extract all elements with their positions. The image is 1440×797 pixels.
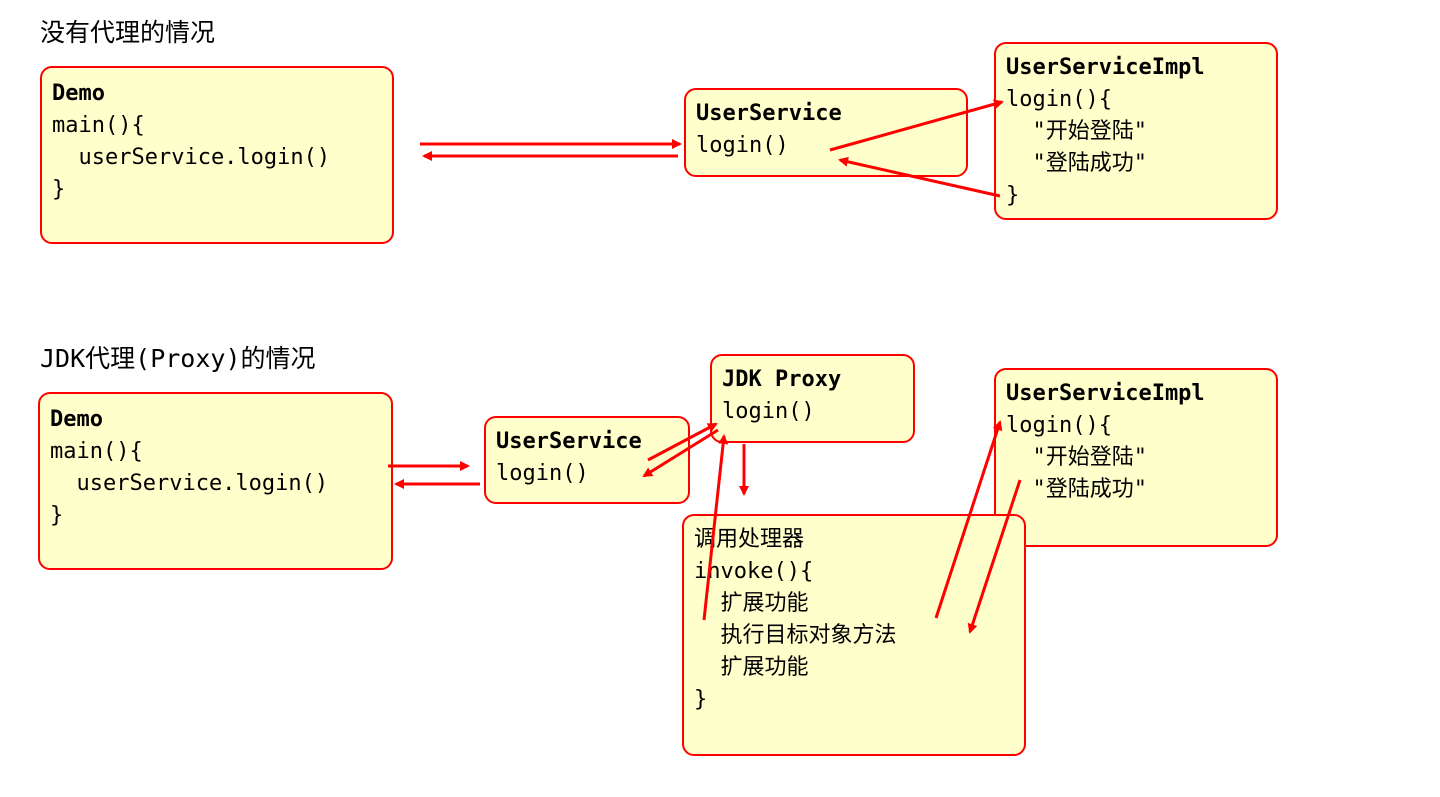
impl-class-name: UserServiceImpl bbox=[1006, 381, 1205, 406]
jdk-proxy-box: JDK Proxy login() bbox=[710, 354, 915, 443]
section-title-jdk-proxy: JDK代理(Proxy)的情况 bbox=[40, 344, 316, 373]
user-service-box-proxy: UserService login() bbox=[484, 416, 690, 504]
user-service-name: UserService bbox=[696, 101, 842, 126]
user-service-login: login() bbox=[696, 133, 789, 158]
handler-title: 调用处理器 bbox=[694, 527, 805, 552]
handler-invoke-target: 执行目标对象方法 bbox=[694, 623, 897, 648]
impl-login-line: login(){ bbox=[1006, 87, 1112, 112]
section-title-no-proxy: 没有代理的情况 bbox=[40, 18, 216, 47]
impl-class-name: UserServiceImpl bbox=[1006, 55, 1205, 80]
demo-box: Demo main(){ userService.login() } bbox=[40, 66, 394, 244]
impl-start-login: "开始登陆" bbox=[1006, 445, 1147, 470]
demo-call-line: userService.login() bbox=[50, 471, 329, 496]
impl-start-login: "开始登陆" bbox=[1006, 119, 1147, 144]
impl-login-line: login(){ bbox=[1006, 413, 1112, 438]
demo-box-proxy: Demo main(){ userService.login() } bbox=[38, 392, 393, 570]
demo-close-brace: } bbox=[52, 177, 66, 202]
jdk-proxy-login: login() bbox=[722, 399, 815, 424]
impl-close-brace: } bbox=[1006, 183, 1020, 208]
handler-extend-before: 扩展功能 bbox=[694, 591, 809, 616]
demo-call-line: userService.login() bbox=[52, 145, 331, 170]
handler-close-brace: } bbox=[694, 687, 708, 712]
handler-extend-after: 扩展功能 bbox=[694, 655, 809, 680]
impl-login-success: "登陆成功" bbox=[1006, 477, 1147, 502]
demo-class-name: Demo bbox=[52, 81, 105, 106]
impl-login-success: "登陆成功" bbox=[1006, 151, 1147, 176]
jdk-proxy-name: JDK Proxy bbox=[722, 367, 842, 392]
user-service-impl-box-proxy: UserServiceImpl login(){ "开始登陆" "登陆成功" bbox=[994, 368, 1278, 547]
user-service-impl-box: UserServiceImpl login(){ "开始登陆" "登陆成功" } bbox=[994, 42, 1278, 220]
user-service-box: UserService login() bbox=[684, 88, 968, 177]
handler-invoke-line: invoke(){ bbox=[694, 559, 814, 584]
invocation-handler-box: 调用处理器 invoke(){ 扩展功能 执行目标对象方法 扩展功能 } bbox=[682, 514, 1026, 756]
demo-main-line: main(){ bbox=[50, 439, 143, 464]
user-service-login: login() bbox=[496, 461, 589, 486]
user-service-name: UserService bbox=[496, 429, 642, 454]
demo-close-brace: } bbox=[50, 503, 64, 528]
demo-class-name: Demo bbox=[50, 407, 103, 432]
demo-main-line: main(){ bbox=[52, 113, 145, 138]
